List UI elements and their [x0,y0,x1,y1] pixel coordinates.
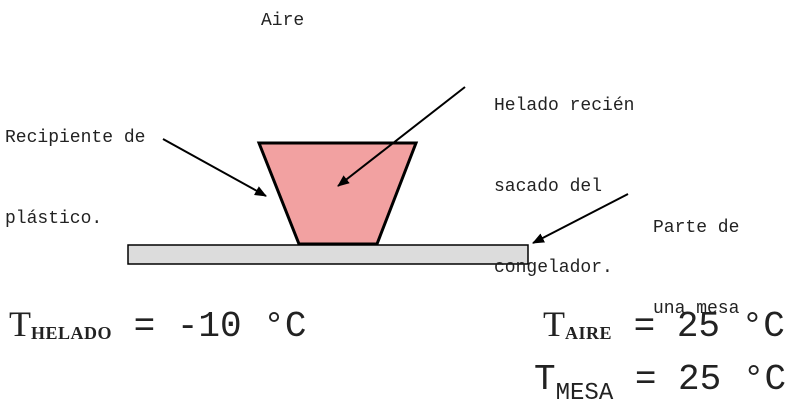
container-label-line: plástico. [5,209,103,229]
plastic-container [256,141,419,246]
temperature-symbol: T [534,359,556,400]
ice-cream-label-line: sacado del [494,177,603,197]
temperature-subscript: HELADO [31,323,113,343]
table-top [127,244,529,265]
table-temperature: TMESA = 25 °C [534,362,786,406]
ice-cream-label: Helado recién sacado del congelador. [494,39,634,336]
table-label: Parte de una mesa [653,161,739,377]
container-label: Recipiente de plástico. [5,71,145,287]
temperature-subscript: MESA [555,380,614,407]
table-arrow [532,193,629,244]
container-label-line: Recipiente de [5,128,146,148]
temperature-symbol: T [9,304,31,344]
temperature-value: = 25 °C [613,359,787,400]
ice-cream-label-line: congelador. [494,258,613,278]
air-temperature: TAIRE = 25 °C [543,306,785,345]
table-label-line: una mesa [653,299,740,319]
air-label: Aire [261,11,305,31]
temperature-subscript: AIRE [565,323,613,343]
table-label-line: Parte de [653,218,740,238]
ice-cream-temperature: THELADO = -10 °C [9,306,306,345]
container-arrow [162,138,267,197]
temperature-value: = -10 °C [112,306,307,347]
temperature-value: = 25 °C [612,306,785,347]
ice-cream-arrow [337,86,466,187]
temperature-symbol: T [543,304,565,344]
ice-cream-label-line: Helado recién [494,96,635,116]
